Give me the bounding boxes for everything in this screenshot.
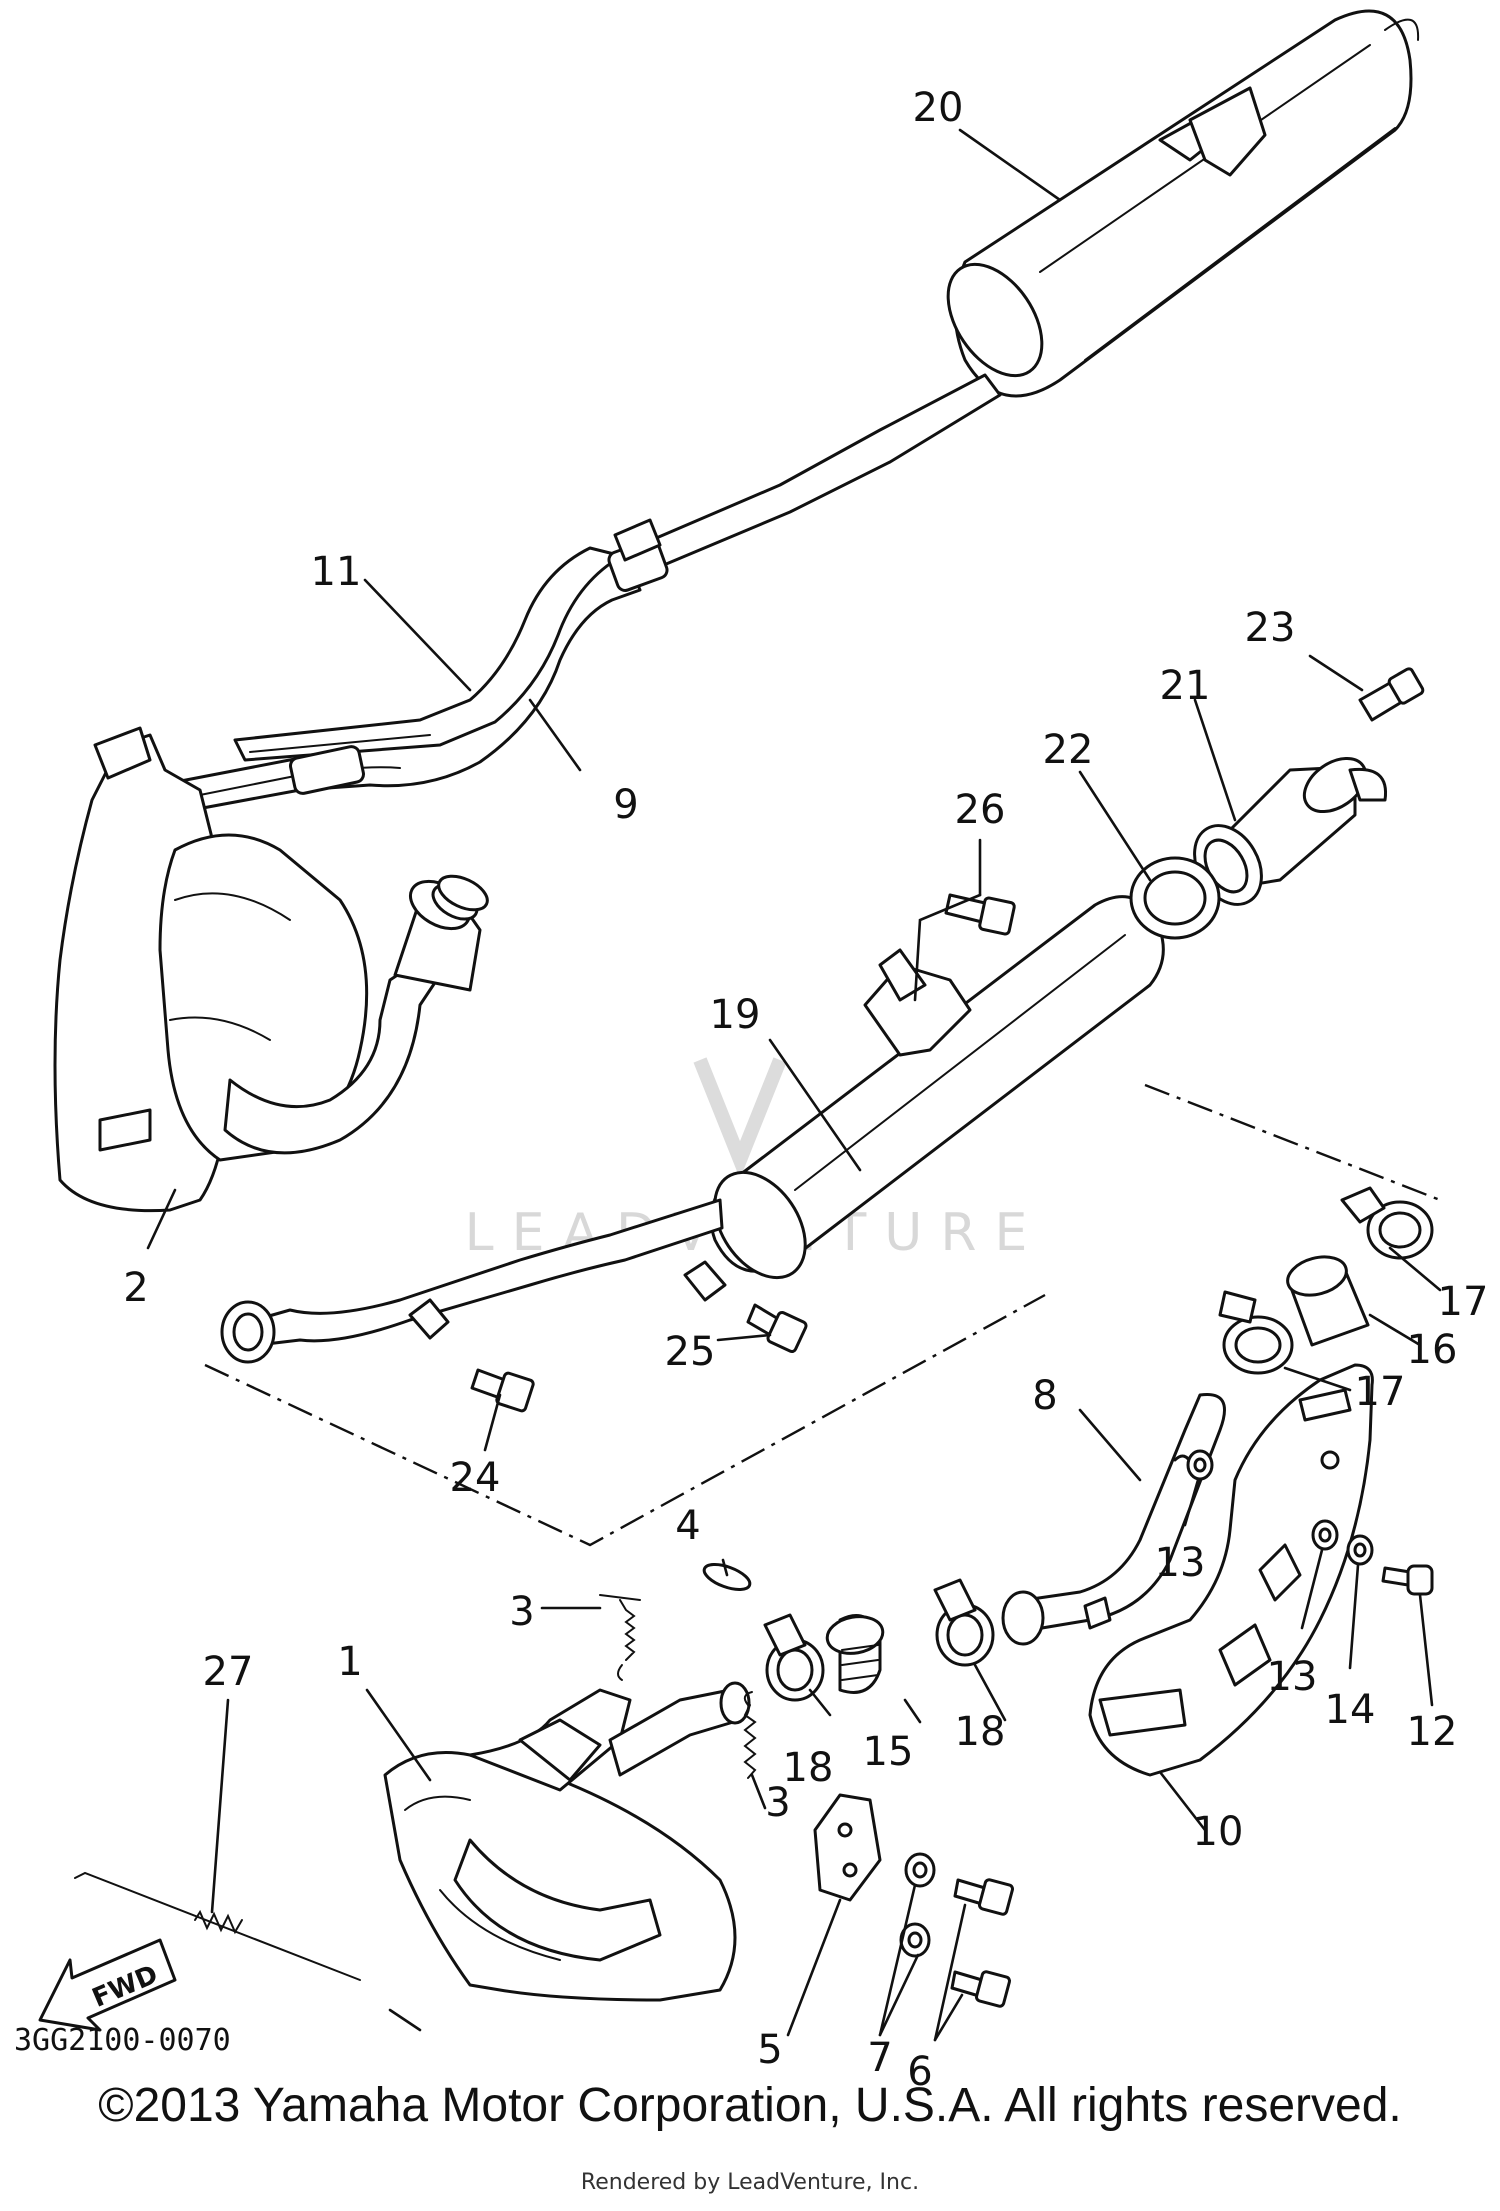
callout-6: 6 [907, 2049, 932, 2095]
callout-21: 21 [1160, 663, 1211, 709]
part-2-expansion-chamber-with-guard[interactable] [53, 726, 492, 1213]
part-4-o-ring[interactable] [701, 1559, 753, 1594]
callouts: 20 11 9 2 23 21 22 26 19 25 24 17 16 17 … [123, 85, 1488, 2095]
part-6-bolt-lower[interactable] [950, 1970, 1012, 2008]
part-17-clamp-lower[interactable] [1218, 1290, 1294, 1375]
part-27-spring-rod[interactable] [74, 1871, 361, 1981]
part-21-end-cap[interactable] [1181, 747, 1388, 916]
part-20-muffler-assembly[interactable] [598, 9, 1420, 598]
callout-1: 1 [337, 1639, 362, 1685]
rendered-by-notice: Rendered by LeadVenture, Inc. [580, 2170, 920, 2195]
part-26-bolt[interactable] [944, 893, 1016, 936]
part-18-clamp-left[interactable] [763, 1613, 825, 1702]
part-11-clamp-band[interactable] [233, 518, 669, 795]
callout-12: 12 [1407, 1709, 1458, 1755]
part-12-screw[interactable] [1381, 1564, 1434, 1596]
callout-18-left: 18 [783, 1745, 834, 1791]
fwd-arrow-icon: FWD [38, 1938, 177, 2032]
callout-25: 25 [665, 1329, 716, 1375]
callout-2: 2 [123, 1265, 148, 1311]
part-19-silencer[interactable] [220, 895, 1165, 1364]
part-23-bolt[interactable] [1358, 667, 1425, 722]
callout-10: 10 [1193, 1809, 1244, 1855]
part-7-washer-upper[interactable] [904, 1852, 936, 1888]
part-6-bolt-upper[interactable] [953, 1878, 1015, 1916]
callout-23: 23 [1245, 605, 1296, 651]
callout-8: 8 [1032, 1373, 1057, 1419]
part-18-clamp-right[interactable] [933, 1578, 995, 1667]
callout-15: 15 [863, 1729, 914, 1775]
part-16-joint-sleeve[interactable] [1283, 1251, 1370, 1347]
callout-27: 27 [203, 1649, 254, 1695]
part-14-lock-washer[interactable] [1346, 1534, 1374, 1566]
part-13-washer-lower[interactable] [1311, 1519, 1339, 1551]
callout-16: 16 [1407, 1327, 1458, 1373]
part-13-washer-upper[interactable] [1186, 1449, 1214, 1481]
part-22-gasket[interactable] [1129, 856, 1221, 940]
callout-19: 19 [710, 992, 761, 1038]
part-25-bolt[interactable] [746, 1303, 808, 1354]
part-15-sleeve[interactable] [824, 1612, 885, 1694]
part-5-bracket[interactable] [813, 1793, 882, 1902]
callout-17-upper: 17 [1438, 1279, 1489, 1325]
part-3-spring-upper[interactable] [599, 1594, 641, 1681]
callout-9: 9 [613, 782, 638, 828]
callout-22: 22 [1043, 727, 1094, 773]
part-3-spring-lower[interactable] [743, 1691, 757, 1779]
callout-26: 26 [955, 787, 1006, 833]
callout-11: 11 [311, 549, 362, 595]
copyright-notice: ©2013 Yamaha Motor Corporation, U.S.A. A… [98, 2079, 1402, 2132]
part-8-exhaust-pipe-joint[interactable] [1001, 1392, 1226, 1646]
callout-13-lower: 13 [1267, 1654, 1318, 1700]
drawing-code: 3GG2100-0070 [14, 2023, 231, 2058]
callout-24: 24 [450, 1455, 501, 1501]
leader-lines [146, 128, 1442, 2042]
callout-17-lower: 17 [1355, 1369, 1406, 1415]
part-1-expansion-chamber[interactable] [383, 1681, 751, 2002]
callout-13-upper: 13 [1155, 1540, 1206, 1586]
callout-3-upper: 3 [509, 1589, 534, 1635]
callout-7: 7 [867, 2035, 892, 2081]
part-10-heat-protector[interactable] [1088, 1363, 1374, 1777]
part-24-bolt[interactable] [470, 1368, 535, 1413]
callout-18-right: 18 [955, 1709, 1006, 1755]
callout-5: 5 [757, 2027, 782, 2073]
assembly-boundary-line [204, 1083, 1441, 1547]
part-17-clamp-upper[interactable] [1340, 1186, 1434, 1260]
callout-20: 20 [913, 85, 964, 131]
callout-3-lower: 3 [765, 1780, 790, 1826]
callout-4: 4 [675, 1503, 700, 1549]
callout-14: 14 [1325, 1687, 1376, 1733]
